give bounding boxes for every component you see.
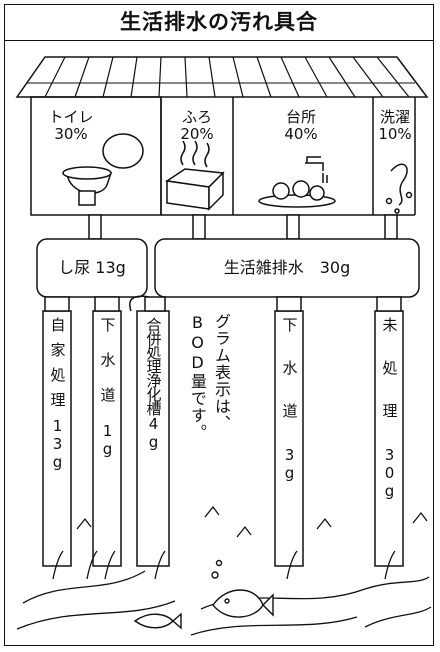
room-bath-name: ふろ (181, 108, 212, 126)
room-kitchen: 台所 40% (269, 109, 333, 143)
pipe-sewer-2-amount: 3g (280, 446, 299, 482)
room-toilet-percent: 30% (54, 125, 88, 143)
kitchen-icon (258, 156, 336, 208)
room-toilet-name: トイレ (48, 108, 94, 126)
pipe-untreated-amount: 30g (380, 446, 399, 500)
fish-icon (133, 559, 274, 630)
room-kitchen-name: 台所 (285, 108, 316, 126)
room-laundry: 洗濯 10% (375, 109, 415, 143)
outlet-pipes (42, 295, 404, 567)
pipe-septic-tank-amount: 4g (144, 415, 163, 451)
laundry-icon (385, 163, 413, 214)
pipe-septic-tank: 合併処理浄化槽 4g (137, 317, 169, 451)
room-bath-percent: 20% (180, 125, 214, 143)
room-toilet: トイレ 30% (39, 109, 103, 143)
bod-note-line1: グラム表示は、 (212, 313, 231, 432)
roof (15, 56, 429, 98)
pipe-untreated-text: 未処理 (380, 317, 399, 446)
room-laundry-name: 洗濯 (379, 108, 410, 126)
room-drains (88, 214, 398, 240)
pipe-self-treatment-amount: 13g (48, 417, 67, 471)
pipe-sewer-1: 下水道 1g (93, 317, 121, 458)
room-bath: ふろ 20% (165, 109, 229, 143)
pipe-untreated: 未処理 30g (375, 317, 403, 500)
room-laundry-percent: 10% (378, 125, 412, 143)
pipe-sewer-2: 下水道 3g (275, 317, 303, 482)
house-illustration (15, 56, 432, 636)
toilet-icon (62, 133, 144, 206)
greywater-tank-label: 生活雑排水 30g (223, 258, 351, 277)
urine-tank-label: し尿 13g (58, 258, 126, 277)
pipe-self-treatment: 自家処理 13g (43, 317, 71, 471)
page-title: 生活排水の汚れ具合 (5, 5, 433, 41)
pipe-sewer-1-amount: 1g (98, 422, 117, 458)
pipe-sewer-2-text: 下水道 (280, 317, 299, 446)
urine-tank (36, 238, 148, 298)
ground-and-water (16, 505, 432, 636)
rooms (30, 96, 416, 216)
pipe-self-treatment-text: 自家処理 (48, 317, 67, 417)
bod-note-line2: BOD量です。 (188, 313, 207, 441)
bathtub-icon (164, 140, 225, 211)
pipe-septic-tank-text: 合併処理浄化槽 (144, 317, 163, 415)
room-kitchen-percent: 40% (284, 125, 318, 143)
pipe-sewer-1-text: 下水道 (98, 317, 117, 422)
diagram-frame: 生活排水の汚れ具合 (4, 4, 434, 646)
